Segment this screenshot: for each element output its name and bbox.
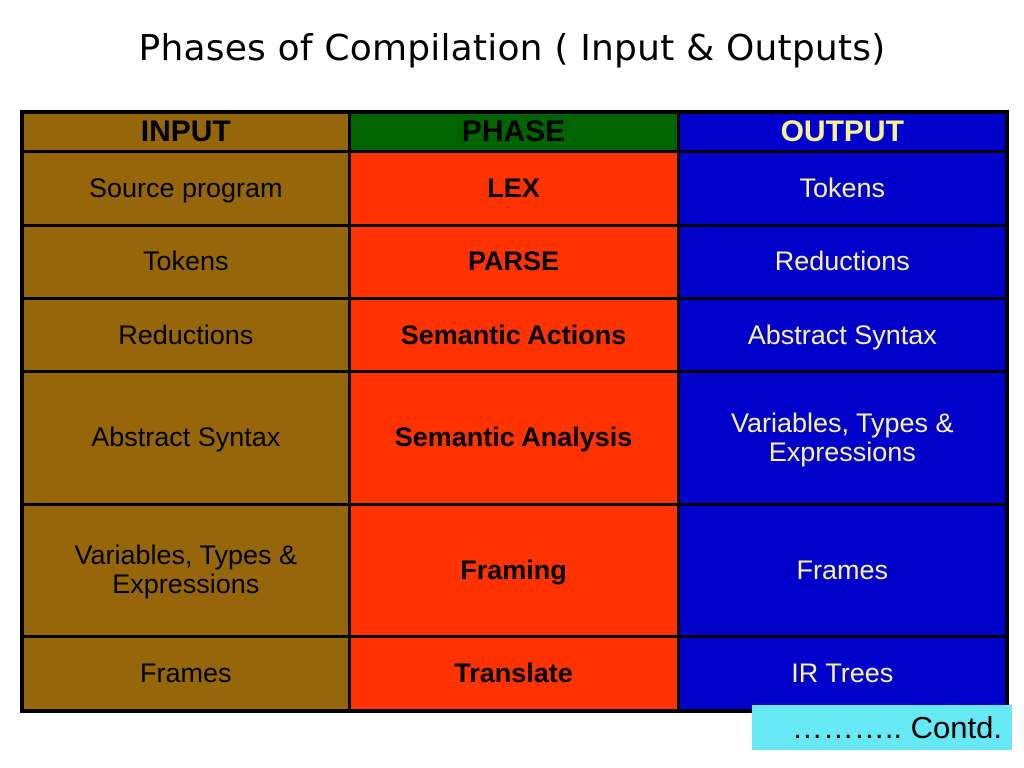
cell-input: Variables, Types & Expressions bbox=[20, 502, 351, 639]
table-row: Tokens PARSE Reductions bbox=[20, 223, 1009, 300]
cell-phase: Translate bbox=[347, 635, 680, 713]
cell-phase: Framing bbox=[347, 502, 680, 639]
table-row: Variables, Types & Expressions Framing F… bbox=[20, 502, 1009, 639]
phases-of-compilation-table: INPUT PHASE OUTPUT Source program LEX To… bbox=[20, 110, 1009, 713]
cell-output: Tokens bbox=[676, 150, 1009, 227]
table-header: INPUT PHASE OUTPUT bbox=[20, 110, 1009, 154]
cell-output: IR Trees bbox=[676, 635, 1009, 713]
table-row: Source program LEX Tokens bbox=[20, 150, 1009, 227]
page-title: Phases of Compilation ( Input & Outputs) bbox=[138, 28, 886, 69]
cell-phase: PARSE bbox=[347, 223, 680, 300]
cell-phase: LEX bbox=[347, 150, 680, 227]
cell-output: Frames bbox=[676, 502, 1009, 639]
table-row: Frames Translate IR Trees bbox=[20, 635, 1009, 713]
column-header-phase: PHASE bbox=[347, 110, 680, 154]
cell-output: Variables, Types & Expressions bbox=[676, 370, 1009, 506]
cell-input: Abstract Syntax bbox=[20, 370, 351, 506]
table-row: Reductions Semantic Actions Abstract Syn… bbox=[20, 296, 1009, 374]
cell-output: Abstract Syntax bbox=[676, 296, 1009, 374]
cell-phase: Semantic Actions bbox=[347, 296, 680, 374]
cell-phase: Semantic Analysis bbox=[347, 370, 680, 506]
continued-callout: ……….. Contd. bbox=[752, 705, 1012, 750]
table-header-row: INPUT PHASE OUTPUT bbox=[20, 110, 1009, 154]
cell-input: Frames bbox=[20, 635, 351, 713]
cell-input: Reductions bbox=[20, 296, 351, 374]
cell-input: Source program bbox=[20, 150, 351, 227]
column-header-output: OUTPUT bbox=[676, 110, 1009, 154]
table-row: Abstract Syntax Semantic Analysis Variab… bbox=[20, 370, 1009, 506]
table-body: Source program LEX Tokens Tokens PARSE R… bbox=[20, 150, 1009, 713]
cell-output: Reductions bbox=[676, 223, 1009, 300]
cell-input: Tokens bbox=[20, 223, 351, 300]
column-header-input: INPUT bbox=[20, 110, 351, 154]
